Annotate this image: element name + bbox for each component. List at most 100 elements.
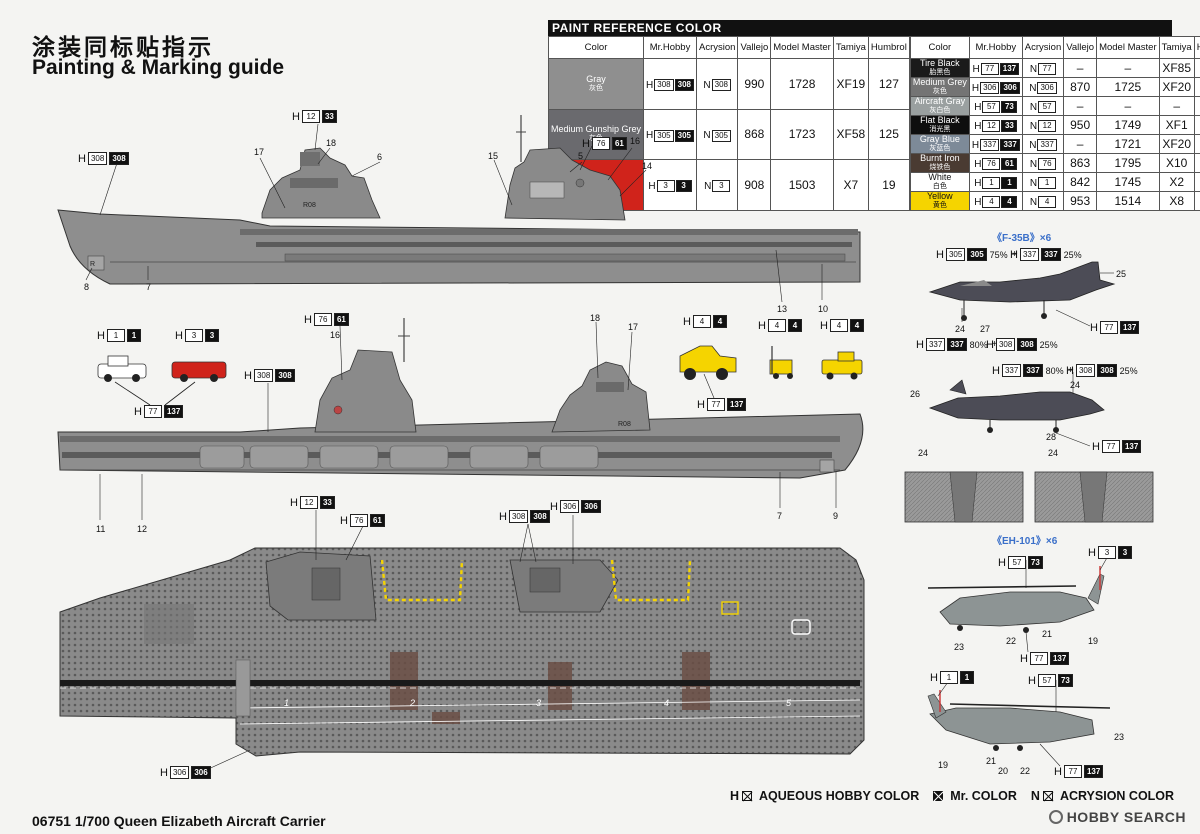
callout-aqueous-code: 57: [1037, 674, 1056, 687]
color-swatch-cell: Aircraft Gray 灰白色: [909, 96, 970, 116]
legend-acrysion-label: ACRYSION COLOR: [1059, 789, 1175, 803]
callout-h-letter: H: [930, 671, 938, 684]
part-number: 5: [578, 151, 584, 161]
humbrol-cell: 127: [867, 58, 910, 110]
part-number: 23: [954, 642, 965, 652]
callout-mr-code: 308: [109, 152, 129, 165]
model-master-cell: 1749: [1096, 115, 1160, 135]
tamiya-cell: XF20: [1158, 134, 1195, 154]
page-title-cn: 涂装同标贴指示: [32, 35, 214, 61]
callout-mr-code: 137: [163, 405, 184, 418]
acrysion-code: 76: [1038, 158, 1057, 171]
svg-text:R08: R08: [618, 421, 631, 428]
color-name: Burnt Iron: [920, 153, 960, 163]
color-callout: H 12 33: [290, 496, 335, 509]
callout-aqueous-code: 308: [253, 369, 274, 382]
part-number: 24: [955, 324, 966, 334]
color-name: Aircraft Gray: [914, 96, 966, 106]
part-number: 21: [986, 756, 997, 766]
paint-reference-table: PAINT REFERENCE COLOR Color Mr.Hobby Acr…: [547, 20, 1200, 211]
part-number: 18: [326, 138, 337, 148]
callout-percent: 25%: [1063, 249, 1082, 260]
mr-color-code: 61: [1001, 158, 1018, 171]
watermark: HOBBY SEARCH: [1048, 809, 1186, 825]
mr-color-code: 3: [675, 180, 692, 193]
callout-h-letter: H: [78, 152, 86, 165]
paint-table-left: Color Mr.Hobby Acrysion Vallejo Model Ma…: [547, 36, 910, 211]
callout-mr-code: 137: [726, 398, 747, 411]
color-callout: H 306 306: [550, 500, 601, 513]
vallejo-cell: 868: [737, 108, 772, 161]
eh101-side-profile-2: [927, 690, 1111, 751]
color-name: Medium Grey: [912, 77, 967, 87]
vallejo-cell: 863: [1063, 153, 1098, 173]
part-number: 10: [818, 304, 829, 314]
part-number: 7: [146, 282, 152, 292]
callout-aqueous-code: 57: [1007, 556, 1026, 569]
color-callout: H 3 3: [175, 329, 219, 342]
callout-aqueous-code: 77: [1029, 652, 1048, 665]
callout-aqueous-code: 4: [829, 319, 848, 332]
part-number: 15: [488, 151, 499, 161]
aqueous-code: 305: [654, 129, 674, 142]
color-swatch-cell: Gray Blue 灰蓝色: [909, 134, 970, 154]
callout-aqueous-code: 308: [87, 152, 108, 165]
acrysion-code: 337: [1037, 139, 1057, 152]
callout-h-letter: H: [1066, 364, 1074, 377]
col-header: Color: [547, 36, 645, 59]
col-header: Vallejo: [737, 36, 772, 59]
part-number: 25: [1116, 269, 1127, 279]
callout-mr-code: 3: [1117, 546, 1132, 559]
vallejo-cell: 908: [737, 159, 772, 211]
callout-aqueous-code: 1: [939, 671, 958, 684]
f35-section-title: 《F-35B》×6: [992, 233, 1052, 244]
part-number: 13: [777, 304, 788, 314]
callout-h-letter: H: [292, 110, 300, 123]
color-callout: H 77 137: [697, 398, 747, 411]
mr-color-code: 4: [1001, 196, 1018, 209]
part-number: 16: [630, 136, 641, 146]
callout-h-letter: H: [97, 329, 105, 342]
col-header: Acrysion: [1021, 36, 1065, 59]
tamiya-cell: XF1: [1158, 115, 1195, 135]
legend-aqueous-label: AQUEOUS HOBBY COLOR: [759, 789, 920, 803]
callout-mr-code: 137: [1119, 321, 1140, 334]
part-number: 22: [1020, 766, 1031, 776]
callout-h-letter: H: [1088, 546, 1096, 559]
callout-aqueous-code: 77: [706, 398, 725, 411]
legend-box-icon: [1042, 791, 1053, 801]
callout-mr-code: 1: [126, 329, 141, 342]
vehicle-yellow-crane: [679, 345, 737, 380]
part-number: 9: [833, 511, 839, 521]
callout-h-letter: H: [582, 137, 590, 150]
callout-mr-code: 73: [1057, 674, 1073, 687]
color-callout: H 308 308: [499, 510, 550, 523]
tamiya-cell: –: [1158, 96, 1195, 116]
eh101-side-profile: [927, 566, 1105, 633]
part-number: 7: [777, 511, 783, 521]
svg-text:R08: R08: [303, 202, 316, 209]
color-swatch-cell: White 白色: [909, 172, 970, 192]
part-number: 11: [96, 524, 106, 534]
mr-color-code: 33: [1001, 120, 1018, 133]
tamiya-cell: X7: [832, 159, 869, 211]
vehicle-yellow-forklift: [769, 346, 793, 379]
callout-aqueous-code: 1: [106, 329, 125, 342]
callout-mr-code: 306: [191, 766, 211, 779]
leader-lines: [85, 123, 1114, 772]
watermark-text: HOBBY SEARCH: [1066, 809, 1186, 825]
vehicle-yellow-tug: [821, 351, 863, 380]
callout-h-letter: H: [340, 514, 348, 527]
